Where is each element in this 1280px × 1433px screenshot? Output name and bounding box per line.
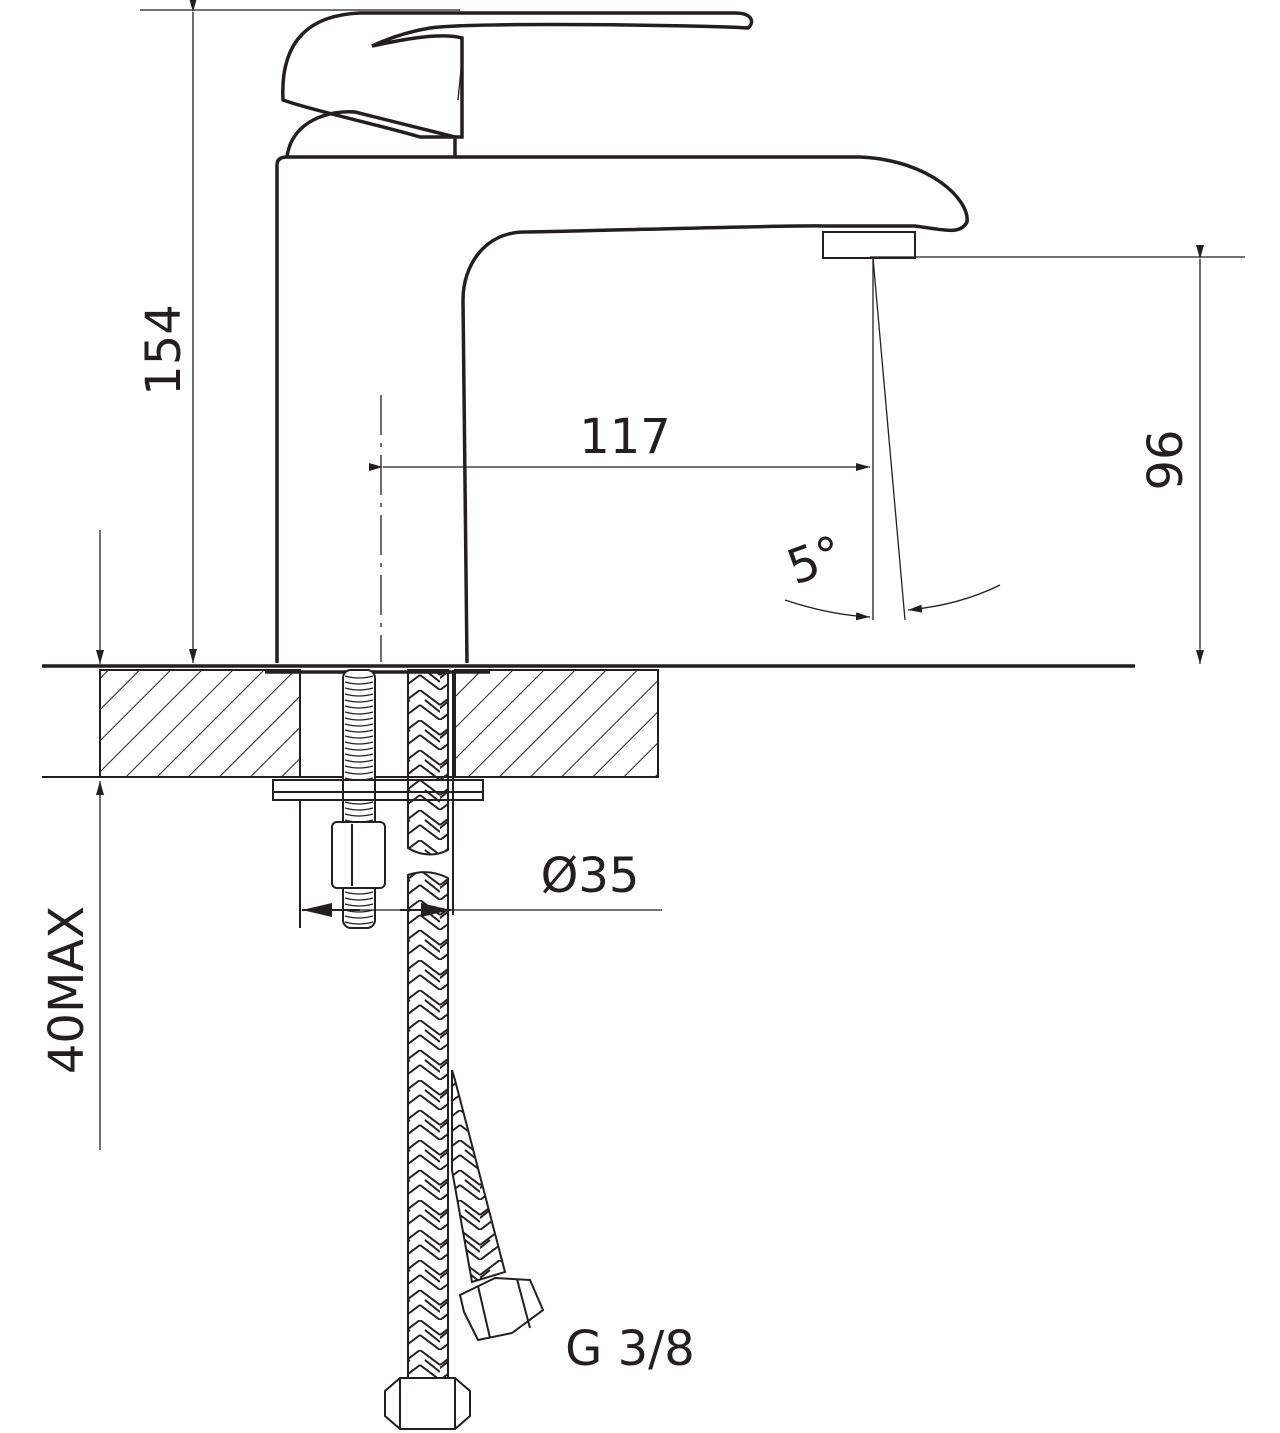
- thread-line: [344, 891, 374, 895]
- thread-line: [344, 801, 374, 805]
- dimension-total-height: 154: [136, 304, 192, 396]
- thread-line: [344, 915, 374, 919]
- thread-line: [344, 711, 374, 715]
- faucet-body: [275, 155, 969, 664]
- thread-line: [344, 771, 374, 775]
- hex-nut: [331, 821, 386, 889]
- handle-base: [285, 110, 457, 158]
- dimension-spout-height: 96: [1138, 429, 1194, 490]
- flex-hose-1: [384, 669, 471, 1430]
- thread-line: [344, 921, 374, 925]
- dimension-spout-angle: 5°: [780, 525, 850, 596]
- thread-line: [344, 735, 374, 739]
- thread-line: [344, 729, 374, 733]
- thread-line: [344, 723, 374, 727]
- thread-line: [344, 747, 374, 751]
- thread-line: [344, 897, 374, 901]
- thread-line: [344, 693, 374, 697]
- thread-line: [344, 807, 374, 811]
- counter-section-left: [99, 669, 301, 778]
- connection-thread-label: G 3/8: [565, 1321, 695, 1377]
- lever-handle: [281, 11, 754, 139]
- thread-line: [344, 759, 374, 763]
- thread-line: [344, 741, 374, 745]
- thread-line: [344, 675, 374, 679]
- washer: [272, 779, 484, 801]
- flex-hose-2: [451, 1069, 545, 1342]
- thread-line: [344, 765, 374, 769]
- thread-line: [344, 681, 374, 685]
- dimension-hole-diameter: Ø35: [541, 848, 640, 904]
- dimension-spout-reach: 117: [579, 409, 671, 465]
- thread-line: [344, 717, 374, 721]
- thread-line: [344, 687, 374, 691]
- dimension-max-thickness: 40MAX: [39, 906, 95, 1074]
- thread-line: [344, 699, 374, 703]
- thread-line: [344, 705, 374, 709]
- thread-line: [344, 753, 374, 757]
- aerator: [822, 231, 916, 259]
- thread-line: [344, 903, 374, 907]
- thread-line: [344, 813, 374, 817]
- counter-section-right: [454, 669, 659, 778]
